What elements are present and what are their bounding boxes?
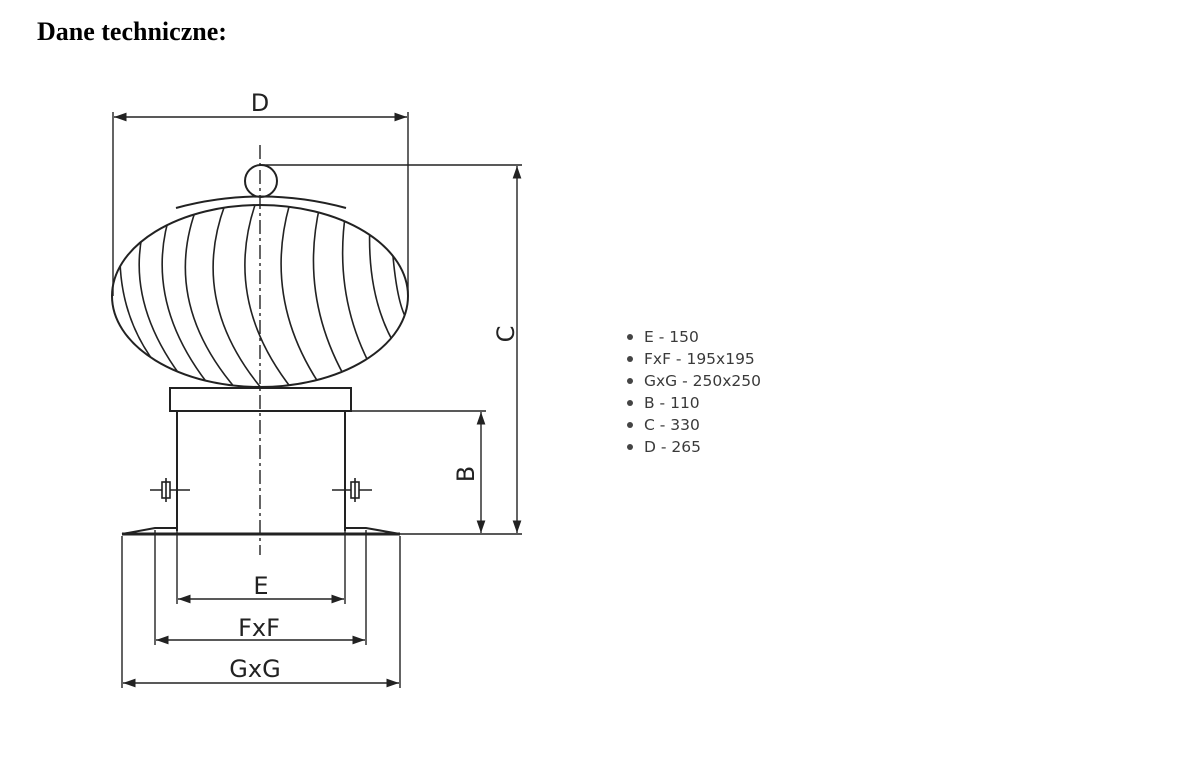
label-d: D [251, 89, 269, 117]
ventilator-outline [111, 164, 409, 536]
spec-item: E - 150 [626, 326, 761, 348]
bolt-left [150, 478, 190, 502]
page-heading: Dane techniczne: [37, 17, 227, 46]
spec-item: B - 110 [626, 392, 761, 414]
base-flange [121, 527, 177, 535]
spec-list: E - 150 FxF - 195x195 GxG - 250x250 B - … [626, 326, 761, 458]
spec-item: D - 265 [626, 436, 761, 458]
label-b: B [452, 466, 480, 482]
dimension-lines [112, 112, 522, 688]
bolt-right [332, 478, 372, 502]
spec-item: C - 330 [626, 414, 761, 436]
dome-top [175, 195, 347, 209]
top-knob [244, 164, 278, 198]
spec-item: FxF - 195x195 [626, 348, 761, 370]
label-e: E [253, 572, 268, 600]
label-gxg: GxG [229, 655, 280, 683]
label-fxf: FxF [238, 614, 280, 642]
spec-item: GxG - 250x250 [626, 370, 761, 392]
label-c: C [492, 326, 520, 343]
